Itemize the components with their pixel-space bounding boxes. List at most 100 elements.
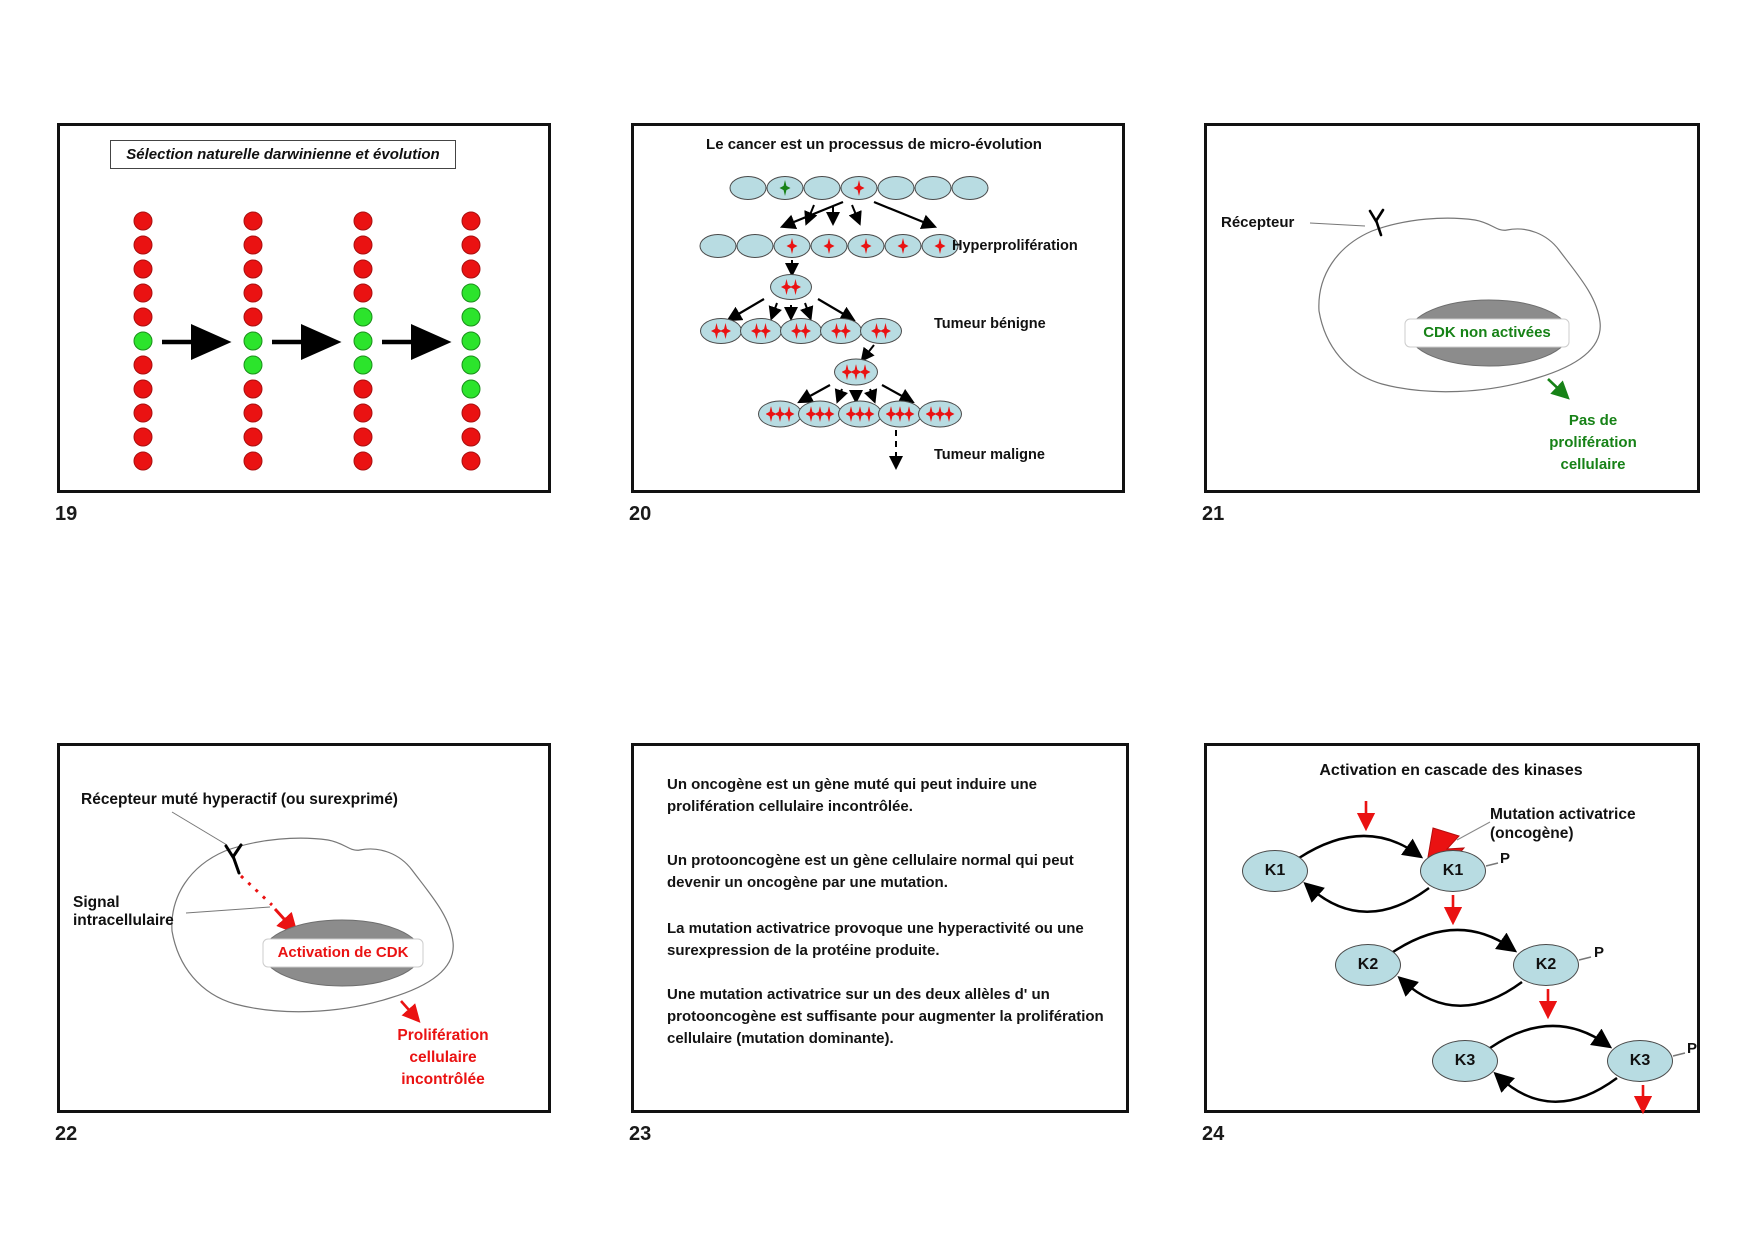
- arrow-icon: [797, 384, 831, 404]
- pointer-line: [1309, 222, 1366, 227]
- activation-arc: [1392, 928, 1518, 954]
- normal-cell: [914, 176, 952, 200]
- receptor-icon: [1368, 208, 1385, 237]
- red-cell-dot: [243, 403, 263, 423]
- red-cell-dot: [133, 355, 153, 375]
- red-mutation-star-icon: [790, 279, 801, 295]
- phospho-tick: [1578, 956, 1592, 961]
- red-mutation-star-icon: [774, 406, 786, 422]
- red-cell-dot: [243, 235, 263, 255]
- cell-with-2-mutations: [770, 274, 812, 300]
- normal-cell: [736, 234, 774, 258]
- tumor-cell-rows: [634, 126, 1122, 490]
- activation-arc: [1489, 1024, 1613, 1050]
- selection-dot-columns: [60, 126, 548, 490]
- cell-with-1-mutations: [921, 234, 959, 258]
- red-cell-dot: [243, 427, 263, 447]
- label-hyperproliferation: Hyperprolifération: [952, 238, 1078, 254]
- slide-19: Sélection naturelle darwinienne et évolu…: [57, 123, 551, 493]
- red-mutation-star-icon: [720, 323, 731, 339]
- page-number-20: 20: [629, 503, 652, 525]
- red-mutation-star-icon: [860, 238, 872, 254]
- phospho-label: P: [1687, 1040, 1698, 1057]
- red-mutation-star-icon: [853, 180, 865, 196]
- cell-with-2-mutations: [860, 318, 902, 344]
- nucleus-label-band: [1404, 318, 1570, 348]
- deactivation-arc: [1397, 975, 1523, 1007]
- red-mutation-star-icon: [781, 279, 792, 295]
- red-cell-dot: [243, 259, 263, 279]
- normal-cell: [699, 234, 737, 258]
- red-mutation-star-icon: [897, 238, 909, 254]
- green-variant-dot: [461, 283, 481, 303]
- red-cell-dot: [353, 259, 373, 279]
- slide-22: Récepteur muté hyperactif (ou surexprimé…: [57, 743, 551, 1113]
- red-dashed-signal: [239, 874, 274, 907]
- red-cell-dot: [353, 211, 373, 231]
- red-mutation-star-icon: [805, 406, 817, 422]
- red-cell-dot: [353, 283, 373, 303]
- red-mutation-star-icon: [943, 406, 955, 422]
- red-mutation-star-icon: [783, 406, 795, 422]
- label-oncogene: (oncogène): [1490, 825, 1574, 842]
- label-cdk-inactive: CDK non activées: [1423, 324, 1551, 341]
- red-mutation-star-icon: [840, 323, 851, 339]
- green-variant-dot: [461, 307, 481, 327]
- green-arrow-icon: [1547, 378, 1570, 400]
- red-cell-dot: [133, 403, 153, 423]
- cell-with-3-mutations: [834, 358, 878, 386]
- arrow-icon: [834, 388, 848, 404]
- normal-cell: [951, 176, 989, 200]
- slide19-title: Sélection naturelle darwinienne et évolu…: [126, 146, 440, 163]
- red-cell-dot: [353, 235, 373, 255]
- red-mutation-star-icon: [894, 406, 906, 422]
- red-cell-dot: [133, 307, 153, 327]
- red-cell-dot: [243, 211, 263, 231]
- cell-with-1-mutations: [810, 234, 848, 258]
- slide19-title-box: Sélection naturelle darwinienne et évolu…: [110, 140, 456, 169]
- label-activating-mutation: Mutation activatrice: [1490, 806, 1636, 823]
- phospho-label: P: [1594, 944, 1605, 961]
- green-variant-dot: [461, 355, 481, 375]
- note-no-proliferation-1: Pas de: [1568, 412, 1618, 429]
- green-variant-dot: [461, 331, 481, 351]
- activation-arc: [1298, 834, 1424, 860]
- arrow-icon: [881, 384, 915, 404]
- cell-with-3-mutations: [878, 400, 922, 428]
- red-mutation-star-icon: [934, 406, 946, 422]
- green-variant-dot: [461, 379, 481, 399]
- kinase-K3-inactive: K3: [1432, 1040, 1498, 1082]
- red-cell-dot: [461, 259, 481, 279]
- red-cell-dot: [461, 403, 481, 423]
- cell-with-3-mutations: [918, 400, 962, 428]
- green-variant-dot: [243, 331, 263, 351]
- green-variant-dot: [353, 307, 373, 327]
- red-mutation-star-icon: [814, 406, 826, 422]
- evolution-tree-arrows: [726, 200, 938, 470]
- red-mutation-star-icon: [823, 238, 835, 254]
- red-mutation-star-icon: [800, 323, 811, 339]
- protooncogene-definition: Un protooncogène est un gène cellulaire …: [667, 852, 1074, 891]
- pointer-line: [185, 906, 271, 914]
- red-cell-dot: [243, 451, 263, 471]
- red-cell-dot: [353, 451, 373, 471]
- normal-cell: [729, 176, 767, 200]
- red-mutation-star-icon: [845, 406, 857, 422]
- arrow-icon: [864, 388, 878, 404]
- activating-mutation-effect: La mutation activatrice provoque une hyp…: [667, 920, 1084, 959]
- note-no-proliferation-2: prolifération: [1549, 434, 1637, 451]
- label-signal-2: intracellulaire: [73, 912, 174, 929]
- arrow-icon: [726, 298, 765, 322]
- label-signal-1: Signal: [73, 894, 120, 911]
- red-mutation-star-icon: [760, 323, 771, 339]
- green-variant-dot: [353, 331, 373, 351]
- arrow-icon: [817, 298, 856, 322]
- cell-with-3-mutations: [798, 400, 842, 428]
- cell-with-2-mutations: [820, 318, 862, 344]
- red-cell-dot: [133, 451, 153, 471]
- mutated-cell-diagram: [171, 811, 454, 1023]
- normal-cell: [803, 176, 841, 200]
